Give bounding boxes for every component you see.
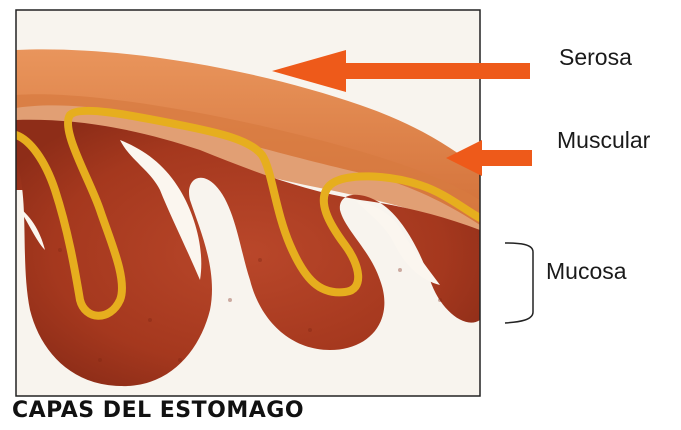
mucosa-label: Mucosa <box>546 258 627 285</box>
serosa-label: Serosa <box>559 44 632 71</box>
diagram-title: CAPAS DEL ESTOMAGO <box>12 398 304 423</box>
muscular-label: Muscular <box>557 127 650 154</box>
mucosa-bracket <box>505 243 533 323</box>
